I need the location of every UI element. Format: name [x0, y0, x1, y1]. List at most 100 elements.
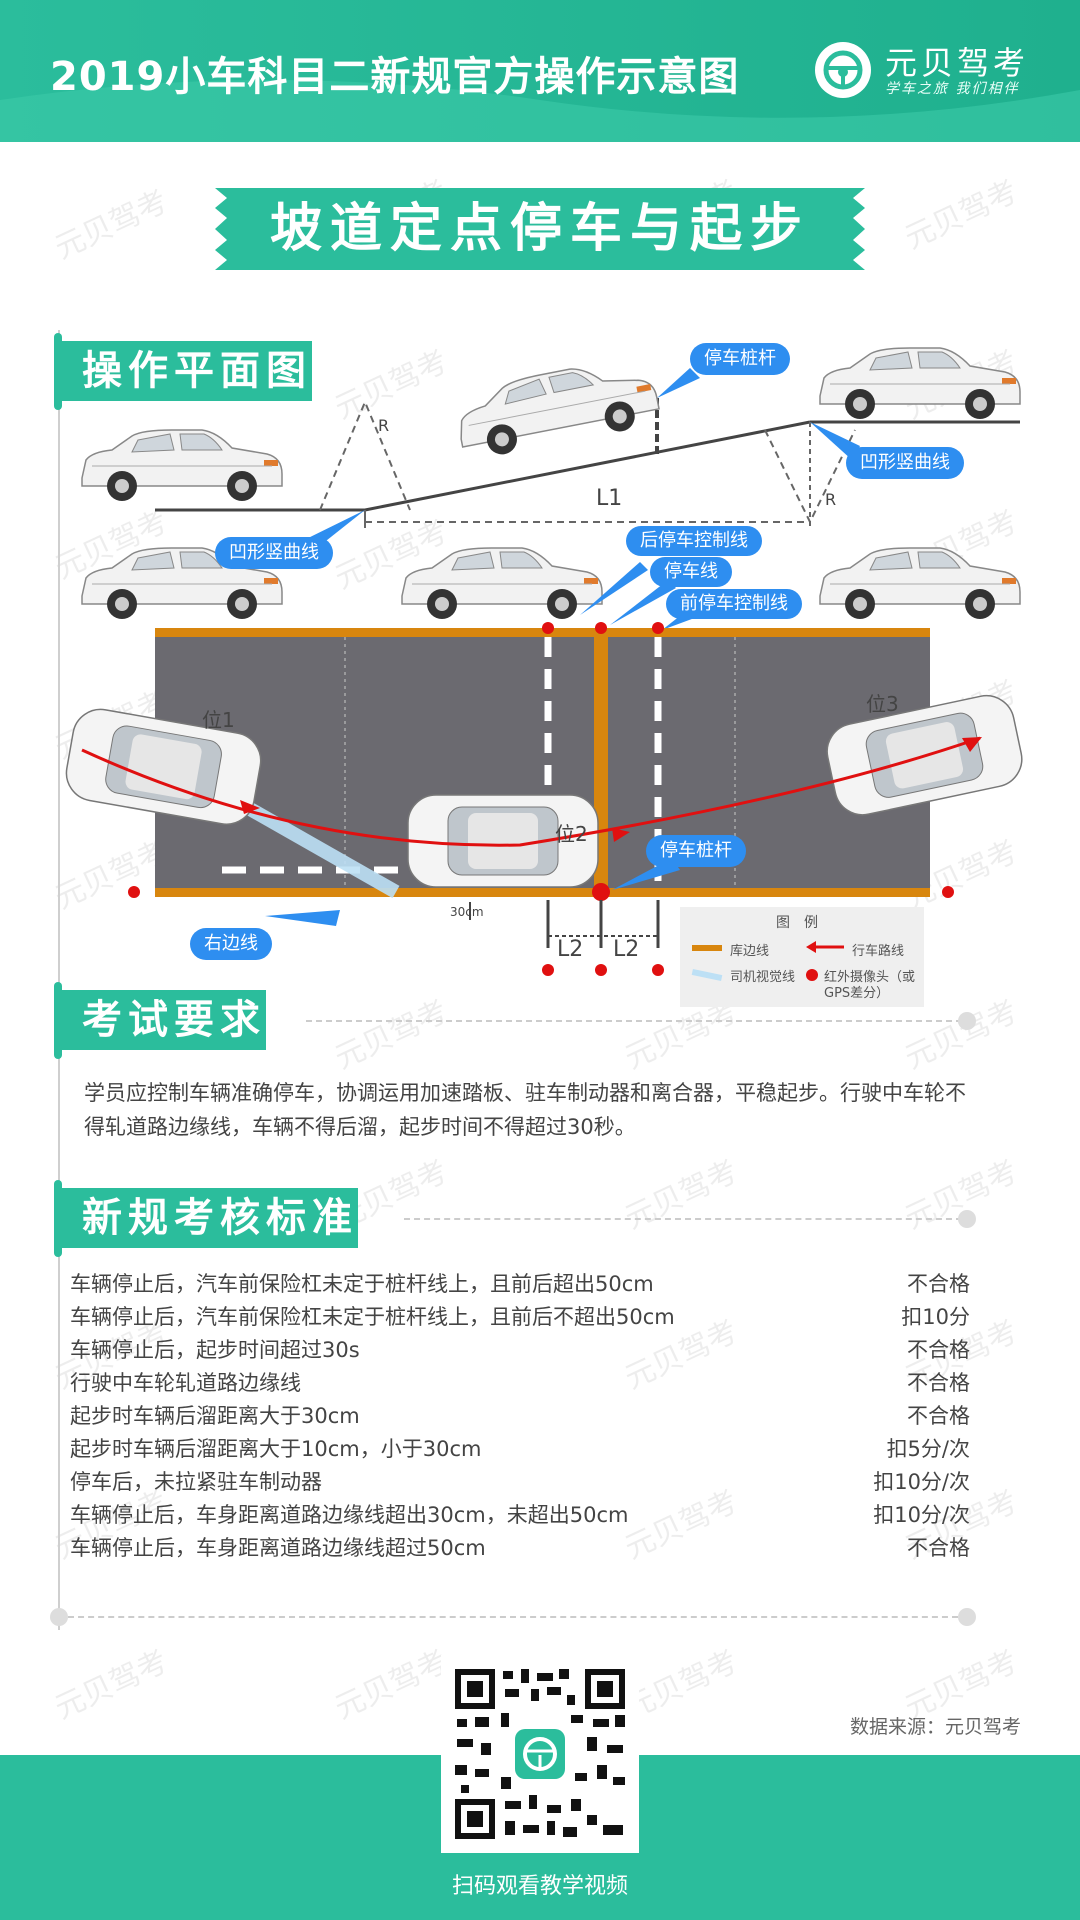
qr-code[interactable]	[441, 1655, 639, 1853]
label-l2-right: L2	[613, 937, 640, 962]
criteria-result: 扣10分/次	[873, 1470, 970, 1494]
criteria-item: 车辆停止后，汽车前保险杠未定于桩杆线上，且前后不超出50cm	[70, 1305, 675, 1329]
legend-camera-label-2: GPS差分）	[824, 986, 890, 1001]
label-pos2: 位2	[555, 822, 588, 846]
legend-route-arrow-icon	[806, 941, 844, 953]
criteria-row: 车辆停止后，汽车前保险杠未定于桩杆线上，且前后不超出50cm 扣10分	[70, 1301, 970, 1334]
legend-camera-dot	[806, 969, 818, 981]
criteria-item: 车辆停止后，起步时间超过30s	[70, 1338, 360, 1362]
label-concave-curve-left: 凹形竖曲线	[215, 537, 333, 569]
divider-dot	[958, 1608, 976, 1626]
section-label-requirements: 考试要求	[56, 990, 266, 1050]
criteria-row: 行驶中车轮轧道路边缘线 不合格	[70, 1367, 970, 1400]
watermark: 元贝驾考	[619, 1153, 744, 1237]
criteria-result: 不合格	[907, 1272, 970, 1296]
data-source: 数据来源：元贝驾考	[850, 1716, 1022, 1738]
camera-dot	[542, 622, 554, 634]
criteria-result: 不合格	[907, 1536, 970, 1560]
camera-dot	[652, 622, 664, 634]
qr-code-icon	[451, 1665, 629, 1843]
label-l1: L1	[596, 486, 623, 511]
divider-dot	[50, 1608, 68, 1626]
timeline-line	[58, 330, 60, 1630]
edge-line-bottom	[155, 888, 930, 897]
section-divider	[404, 1218, 962, 1220]
car-side-top-right	[819, 347, 1021, 420]
criteria-result: 不合格	[907, 1371, 970, 1395]
divider-dot	[958, 1012, 976, 1030]
camera-dot	[542, 964, 554, 976]
camera-dot	[942, 886, 954, 898]
label-stop-line: 停车线	[650, 557, 732, 587]
edge-line-top	[155, 628, 930, 637]
watermark: 元贝驾考	[899, 173, 1024, 257]
watermark: 元贝驾考	[329, 1643, 454, 1727]
camera-dot	[592, 883, 610, 901]
driving-route	[81, 736, 981, 847]
criteria-item: 起步时车辆后溜距离大于30cm	[70, 1404, 360, 1428]
banner-ribbon	[215, 188, 865, 270]
criteria-result: 扣10分	[901, 1305, 970, 1329]
qr-caption: 扫码观看教学视频	[451, 1874, 628, 1899]
camera-dot	[595, 964, 607, 976]
label-l2-left: L2	[557, 937, 584, 962]
label-front-stop-control-line: 前停车控制线	[666, 589, 802, 619]
criteria-result: 扣5分/次	[886, 1437, 970, 1461]
criteria-row: 车辆停止后，车身距离道路边缘线超出30cm，未超出50cm 扣10分/次	[70, 1499, 970, 1532]
label-right-edge: 右边线	[190, 928, 272, 960]
criteria-row: 起步时车辆后溜距离大于10cm，小于30cm 扣5分/次	[70, 1433, 970, 1466]
criteria-row: 车辆停止后，车身距离道路边缘线超过50cm 不合格	[70, 1532, 970, 1565]
criteria-item: 停车后，未拉紧驻车制动器	[70, 1470, 322, 1494]
label-30cm: 30cm	[450, 905, 484, 919]
criteria-row: 起步时车辆后溜距离大于30cm 不合格	[70, 1400, 970, 1433]
section-divider	[68, 1616, 958, 1618]
steering-wheel-icon	[823, 50, 863, 90]
banner-title: 坡道定点停车与起步	[269, 199, 810, 259]
divider-dot	[958, 1210, 976, 1228]
label-stop-pole-bottom: 停车桩杆	[646, 835, 746, 867]
section-label-diagram: 操作平面图	[56, 341, 312, 401]
legend-sight-label: 司机视觉线	[730, 970, 796, 985]
criteria-row: 车辆停止后，起步时间超过30s 不合格	[70, 1334, 970, 1367]
criteria-row: 停车后，未拉紧驻车制动器 扣10分/次	[70, 1466, 970, 1499]
watermark: 元贝驾考	[49, 1643, 174, 1727]
criteria-result: 不合格	[907, 1338, 970, 1362]
camera-dot	[128, 886, 140, 898]
brand-name: 元贝驾考	[885, 44, 1030, 82]
legend-route-label: 行车路线	[852, 944, 905, 959]
criteria-item: 车辆停止后，车身距离道路边缘线超过50cm	[70, 1536, 486, 1560]
header-wave	[0, 80, 1080, 142]
label-pos3: 位3	[866, 692, 899, 716]
camera-dot	[595, 622, 607, 634]
label-r-left: R	[378, 416, 390, 435]
watermark: 元贝驾考	[49, 183, 174, 267]
criteria-row: 车辆停止后，汽车前保险杠未定于桩杆线上，且前后超出50cm 不合格	[70, 1268, 970, 1301]
section-divider	[306, 1020, 962, 1022]
criteria-result: 扣10分/次	[873, 1503, 970, 1527]
camera-dot	[652, 964, 664, 976]
car-side-row2-right	[819, 547, 1021, 620]
criteria-item: 起步时车辆后溜距离大于10cm，小于30cm	[70, 1437, 482, 1461]
criteria-item: 行驶中车轮轧道路边缘线	[70, 1371, 301, 1395]
criteria-item: 车辆停止后，汽车前保险杠未定于桩杆线上，且前后超出50cm	[70, 1272, 654, 1296]
section-label-criteria: 新规考核标准	[56, 1188, 358, 1248]
requirements-text: 学员应控制车辆准确停车，协调运用加速踏板、驻车制动器和离合器，平稳起步。行驶中车…	[84, 1081, 966, 1139]
car-side-left	[81, 429, 283, 502]
label-concave-curve-right: 凹形竖曲线	[846, 447, 964, 479]
label-stop-pole-top: 停车桩杆	[690, 343, 790, 375]
label-rear-stop-control-line: 后停车控制线	[626, 526, 762, 556]
legend-edge-swatch	[692, 945, 722, 951]
label-pos1: 位1	[202, 708, 235, 732]
brand-logo	[815, 42, 871, 98]
label-r-right: R	[825, 490, 837, 509]
car-side-row2-mid	[401, 547, 603, 620]
legend-camera-label-1: 红外摄像头（或	[824, 970, 916, 985]
legend-edge-label: 库边线	[730, 944, 770, 959]
car-side-slope	[451, 353, 663, 463]
legend	[680, 907, 924, 1007]
criteria-result: 不合格	[907, 1404, 970, 1428]
brand-slogan: 学车之旅 我们相伴	[885, 81, 1020, 97]
page-title: 2019小车科目二新规官方操作示意图	[50, 54, 740, 100]
slope-road	[364, 420, 811, 512]
